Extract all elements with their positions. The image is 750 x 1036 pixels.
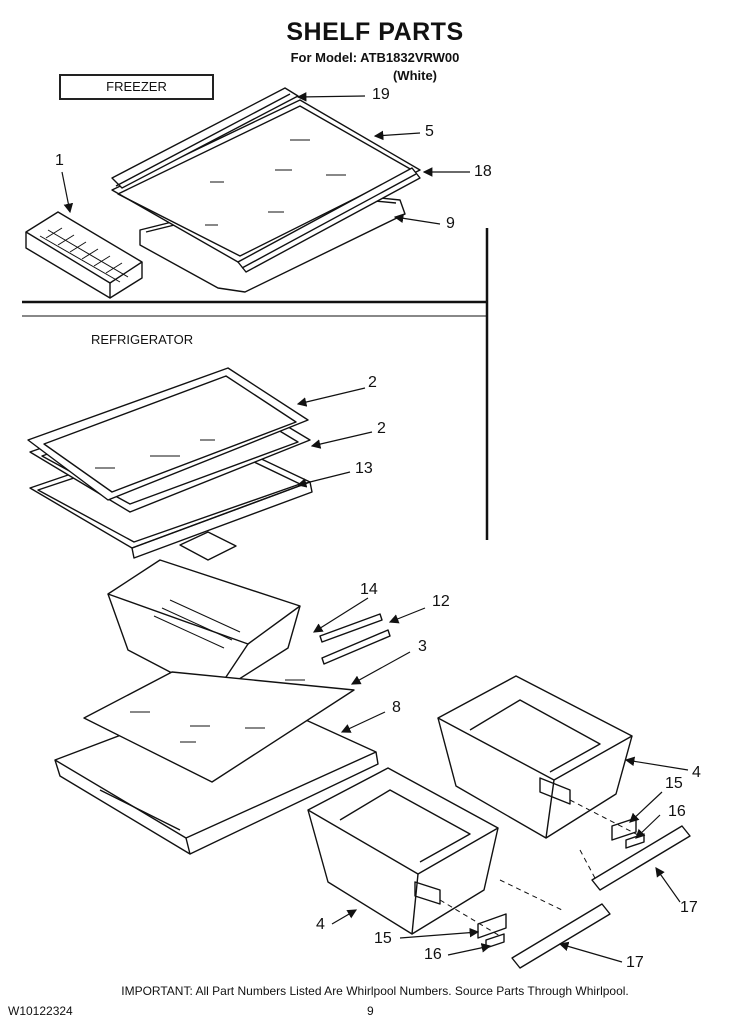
assembly-guide-lines [439,799,641,937]
callout-4-right: 4 [692,764,701,781]
callout-15-right: 15 [665,775,683,792]
glass-insert-part-3 [83,671,355,783]
callout-18: 18 [474,163,492,180]
section-divider [22,228,489,540]
freezer-section-label: FREEZER [59,74,214,100]
callout-14: 14 [360,581,378,598]
callout-16-right: 16 [668,803,686,820]
callout-2-lower: 2 [377,420,386,437]
drawer-rail-part-17-left [511,903,611,969]
drawer-rail-part-17-right [591,825,691,891]
callout-5: 5 [425,123,434,140]
crisper-drawer-part-4-right [437,675,633,839]
callout-13: 13 [355,460,373,477]
drawer-slide-part-12 [321,629,391,665]
ice-cube-tray-part-1 [25,211,143,299]
callout-17-left: 17 [626,954,644,971]
model-line: For Model: ATB1832VRW00 [290,50,460,65]
drawer-clip-part-15-right [611,817,637,841]
callout-8: 8 [392,699,401,716]
callout-1: 1 [55,152,64,169]
glass-shelf-part-2-upper [27,367,309,501]
drawer-clip-part-16-right [625,833,645,849]
callout-12: 12 [432,593,450,610]
drawer-slide-part-14 [319,613,383,643]
callout-15-left: 15 [374,930,392,947]
document-number: W10122324 [8,1004,73,1018]
callout-19: 19 [372,86,390,103]
freezer-shelf-glass-part-5 [111,99,421,263]
callout-2-upper: 2 [368,374,377,391]
callout-17-right: 17 [680,899,698,916]
refrigerator-section-label: REFRIGERATOR [91,332,194,347]
important-notice: IMPORTANT: All Part Numbers Listed Are W… [121,984,629,998]
color-line: (White) [392,68,438,83]
callout-4-left: 4 [316,916,325,933]
callout-leaders [61,92,689,963]
crisper-drawer-part-4-left [307,767,499,935]
page-number: 9 [367,1004,374,1018]
callout-9: 9 [446,215,455,232]
callout-16-left: 16 [424,946,442,963]
front-trim-part-18 [237,167,421,273]
callout-3: 3 [418,638,427,655]
page-title: SHELF PARTS [286,18,464,46]
